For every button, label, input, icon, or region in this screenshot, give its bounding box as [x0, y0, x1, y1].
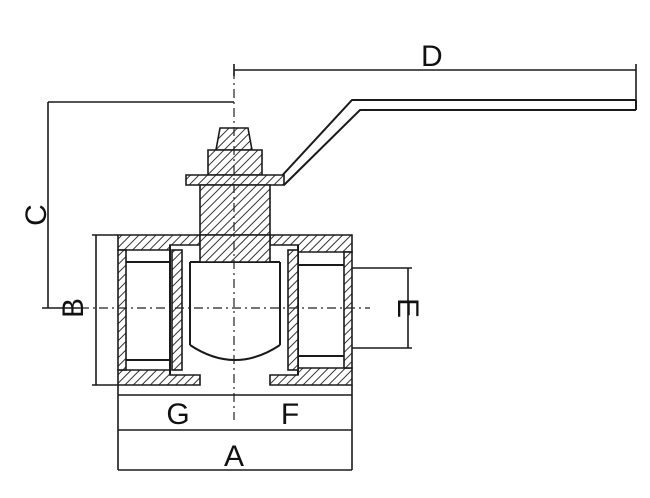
- dimension-e: [352, 267, 412, 349]
- dimension-a: [118, 429, 352, 471]
- dimension-c: [42, 101, 234, 309]
- dimension-b: [92, 234, 118, 386]
- label-e: E: [391, 298, 424, 318]
- label-b: B: [57, 298, 90, 318]
- dimension-d: [233, 64, 637, 100]
- valve-stem: [185, 127, 285, 236]
- handle-lever: [277, 99, 637, 186]
- dimension-g-f: [117, 385, 353, 470]
- label-c: C: [20, 204, 53, 226]
- label-a: A: [224, 440, 244, 473]
- label-f: F: [281, 398, 299, 431]
- valve-body: [117, 234, 353, 386]
- label-g: G: [166, 398, 189, 431]
- label-d: D: [421, 40, 443, 73]
